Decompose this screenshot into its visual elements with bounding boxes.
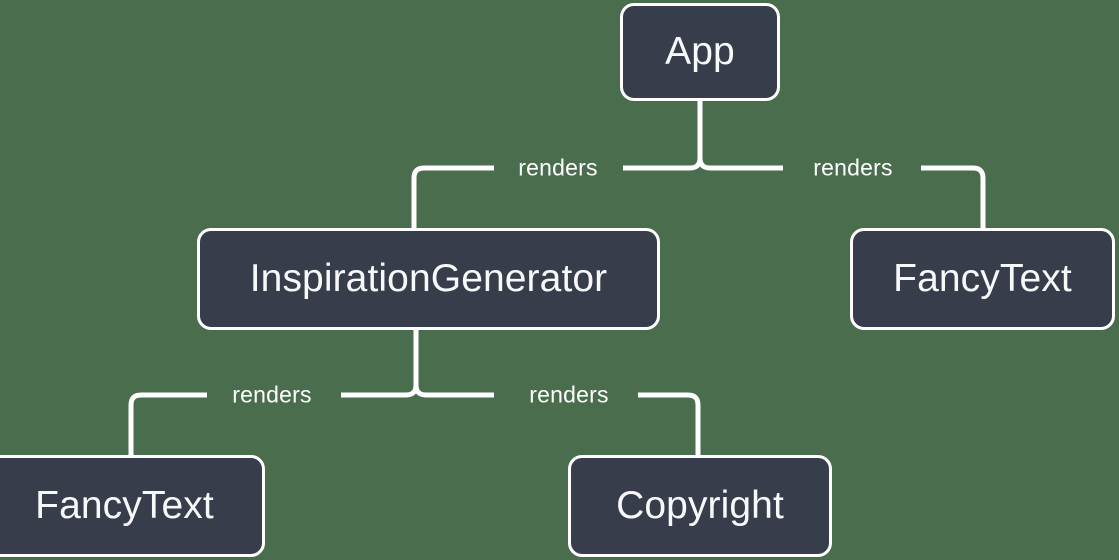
node-inspiration-generator-label: InspirationGenerator	[249, 256, 608, 300]
node-app-label: App	[665, 29, 735, 73]
node-inspiration-generator[interactable]: InspirationGenerator	[197, 228, 660, 330]
edge-label-app-to-fancytext: renders	[813, 154, 893, 181]
edge-label-inspiration-to-fancytext: renders	[232, 381, 312, 408]
edge-inspiration-to-fancytext-b	[128, 392, 207, 455]
edge-app-trunk-right	[697, 101, 711, 171]
edge-inspiration-trunk-right	[413, 330, 427, 398]
edge-inspiration-to-copyright-b	[638, 392, 701, 455]
node-fancy-text-right[interactable]: FancyText	[850, 228, 1115, 330]
edge-app-trunk	[689, 101, 703, 171]
edge-label-inspiration-to-copyright: renders	[529, 381, 609, 408]
node-copyright[interactable]: Copyright	[568, 455, 832, 557]
node-copyright-label: Copyright	[616, 483, 784, 527]
edge-label-app-to-inspiration: renders	[518, 154, 598, 181]
node-fancy-text-bottom-label: FancyText	[35, 483, 214, 527]
node-app[interactable]: App	[620, 3, 780, 101]
edge-inspiration-trunk-left	[405, 330, 419, 398]
node-fancy-text-right-label: FancyText	[893, 256, 1072, 300]
node-fancy-text-bottom[interactable]: FancyText	[0, 455, 265, 557]
edge-app-to-inspiration-b	[411, 165, 494, 228]
edge-app-to-fancytext-b	[921, 165, 986, 228]
